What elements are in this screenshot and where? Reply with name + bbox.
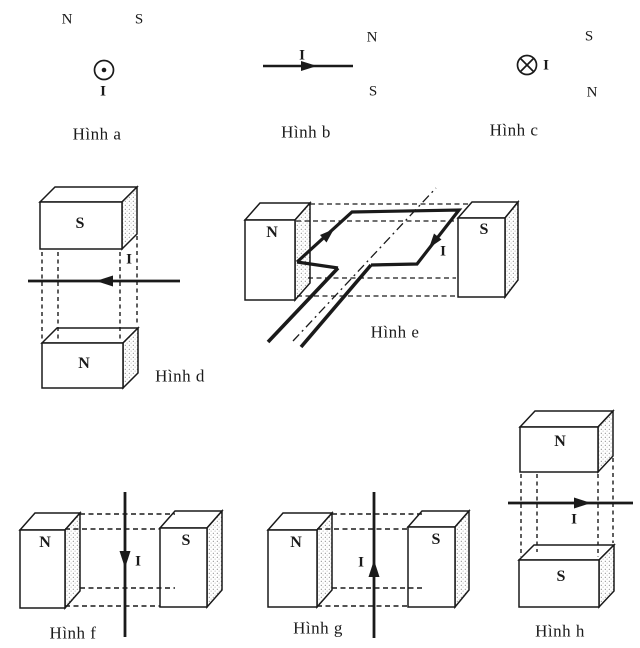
fig-h-wire <box>508 497 633 509</box>
fig-e-current-loop <box>266 208 463 349</box>
fig-d-magnets <box>38 185 140 390</box>
fig-h-caption: Hình h <box>535 621 585 641</box>
fig-f-current-label: I <box>135 553 141 570</box>
fig-h-magnets <box>517 409 616 609</box>
fig-d-wire <box>28 275 180 287</box>
fig-d-field-gap-dashes <box>41 236 138 341</box>
fig-g-right-magnet-label: S <box>431 531 441 548</box>
fig-c-caption: Hình c <box>489 120 539 140</box>
fig-g-left-magnet-label: N <box>290 534 302 551</box>
fig-f-right-magnet-label: S <box>181 532 191 549</box>
fig-b-wire <box>263 61 353 71</box>
fig-f-magnets <box>18 509 224 610</box>
fig-e-caption: Hình e <box>370 322 420 342</box>
fig-e-rotation-axis <box>292 187 437 342</box>
fig-c-bottom-pole-label: N <box>586 84 598 101</box>
fig-e-right-magnet-label: S <box>479 221 489 238</box>
fig-d-current-label: I <box>126 251 132 268</box>
fig-h-top-magnet-label: N <box>554 433 566 450</box>
fig-a-right-pole-label: S <box>134 11 144 28</box>
fig-f-wire <box>119 492 131 637</box>
fig-h-bottom-magnet-label: S <box>556 568 566 585</box>
fig-g-field-gap-dashes <box>317 513 422 607</box>
fig-e-magnets <box>243 199 520 302</box>
fig-g-magnets <box>266 509 471 610</box>
fig-e-left-magnet-label: N <box>266 224 278 241</box>
fig-d-bottom-magnet-label: N <box>78 355 90 372</box>
arrow-down-left-icon <box>429 233 442 248</box>
arrow-right-icon <box>301 61 317 71</box>
fig-e-current-label: I <box>440 243 446 260</box>
fig-a-caption: Hình a <box>72 124 122 144</box>
fig-h-current-label: I <box>571 511 577 528</box>
fig-e-field-gap-dashes <box>296 203 468 297</box>
fig-b-bottom-pole-label: S <box>368 83 378 100</box>
fig-b-current-label: I <box>299 47 305 64</box>
fig-h-field-gap-dashes <box>520 458 614 557</box>
fig-b-top-pole-label: N <box>366 29 378 46</box>
fig-f-caption: Hình f <box>49 623 97 643</box>
arrow-down-icon <box>119 551 131 568</box>
fig-c-current-label: I <box>543 57 549 74</box>
fig-b-caption: Hình b <box>281 122 331 142</box>
fig-g-caption: Hình g <box>293 618 343 638</box>
fig-f-left-magnet-label: N <box>39 534 51 551</box>
fig-g-wire <box>368 492 380 638</box>
arrow-left-icon <box>96 275 113 287</box>
fig-d-caption: Hình d <box>155 366 205 386</box>
fig-d-top-magnet-label: S <box>75 215 85 232</box>
arrow-up-right-icon <box>320 229 334 243</box>
fig-f-field-gap-dashes <box>65 513 175 607</box>
current-out-of-page-icon <box>93 59 115 81</box>
arrow-right-icon <box>574 497 591 509</box>
fig-a-current-label: I <box>100 83 106 100</box>
current-into-page-icon <box>516 54 538 76</box>
fig-c-top-pole-label: S <box>584 28 594 45</box>
fig-a-left-pole-label: N <box>61 11 73 28</box>
arrow-up-icon <box>368 560 380 577</box>
fig-g-current-label: I <box>358 554 364 571</box>
